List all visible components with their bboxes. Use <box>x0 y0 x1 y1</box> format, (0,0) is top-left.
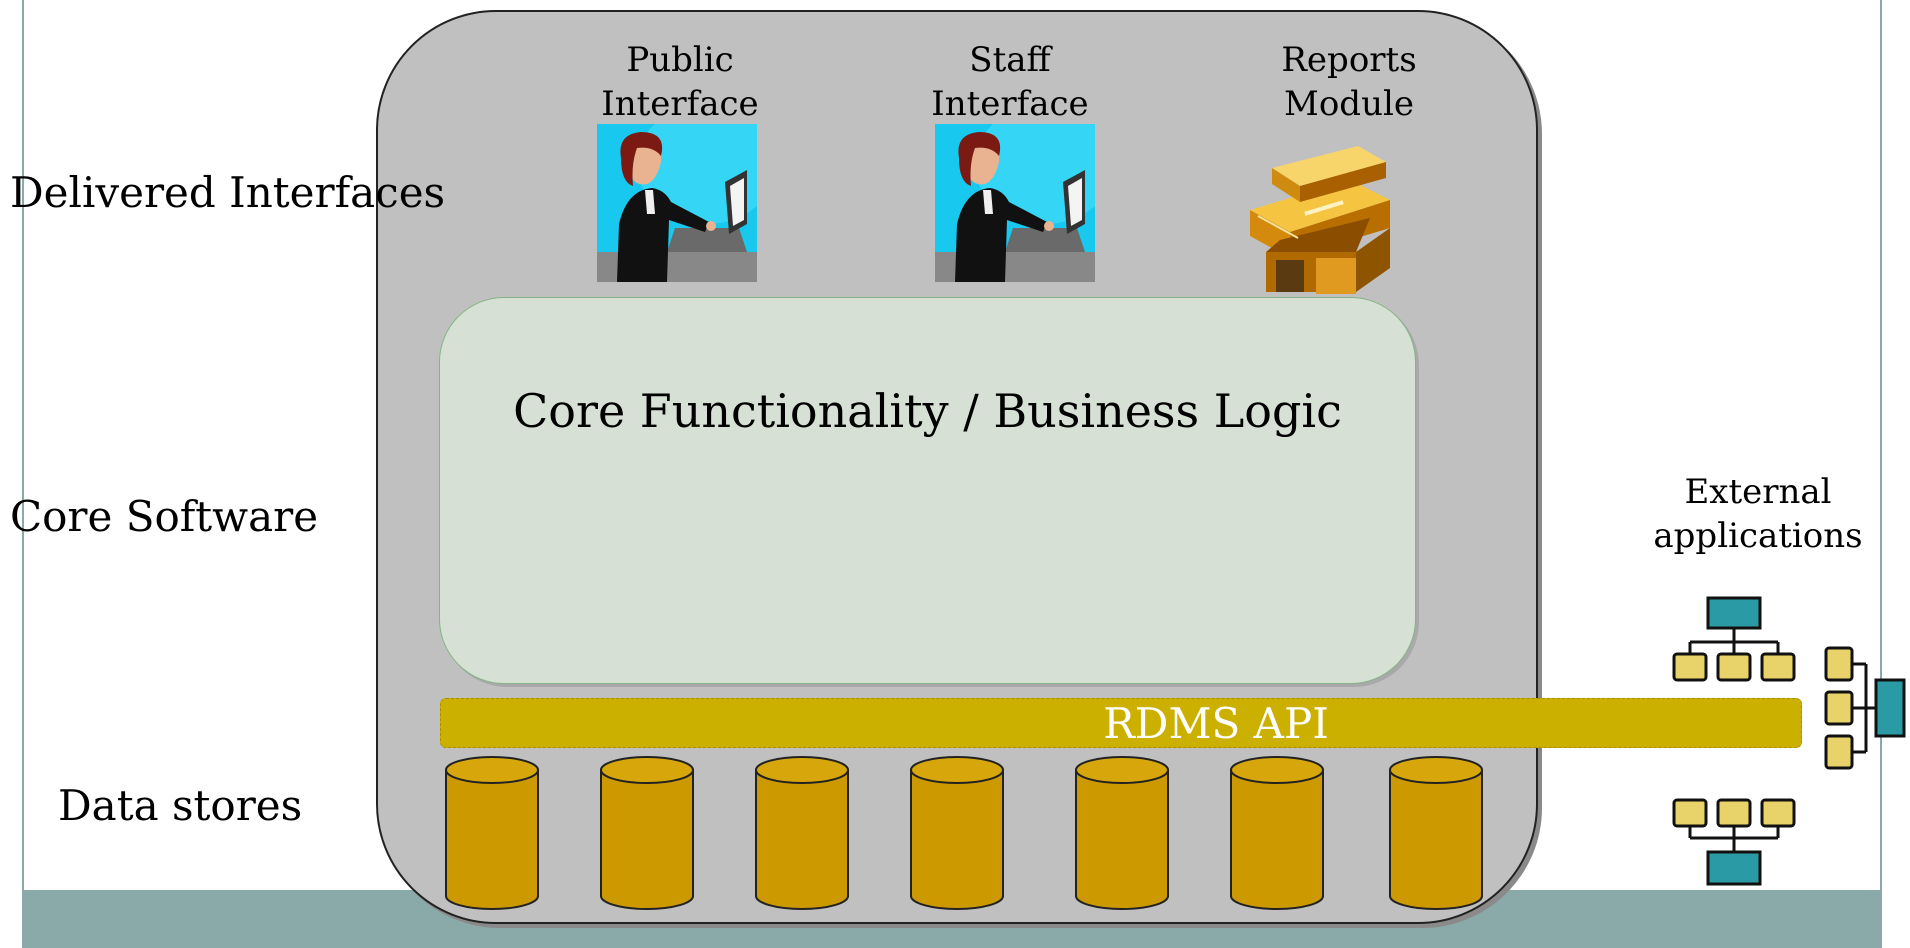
layer-label-data-stores: Data stores <box>58 781 303 830</box>
reports-module-label: Reports Module <box>1281 40 1417 124</box>
public-interface-label: Public Interface <box>601 40 759 124</box>
layer-label-core-software: Core Software <box>10 492 319 541</box>
left-border-rule <box>22 0 24 948</box>
core-functionality-box: Core Functionality / Business Logic <box>439 297 1416 684</box>
staff-interface-label: Staff Interface <box>931 40 1089 124</box>
database-cylinder-icon <box>445 756 539 910</box>
rdms-api-label: RDMS API <box>1103 698 1329 748</box>
data-stores-row <box>445 756 1483 910</box>
computer-user-icon <box>935 124 1095 282</box>
database-cylinder-icon <box>1389 756 1483 910</box>
database-cylinder-icon <box>910 756 1004 910</box>
computer-user-icon <box>597 124 757 282</box>
rdms-api-bar: RDMS API <box>440 698 1802 748</box>
core-functionality-text: Core Functionality / Business Logic <box>513 383 1342 438</box>
right-border-rule <box>1880 0 1882 890</box>
printer-icon <box>1250 146 1390 294</box>
database-cylinder-icon <box>755 756 849 910</box>
org-chart-icon <box>1672 596 1796 682</box>
database-cylinder-icon <box>1230 756 1324 910</box>
external-applications-label: External applications <box>1653 472 1863 556</box>
database-cylinder-icon <box>600 756 694 910</box>
database-cylinder-icon <box>1075 756 1169 910</box>
org-chart-icon <box>1824 646 1906 770</box>
layer-label-delivered-interfaces: Delivered Interfaces <box>10 168 446 217</box>
org-chart-icon <box>1672 798 1796 886</box>
